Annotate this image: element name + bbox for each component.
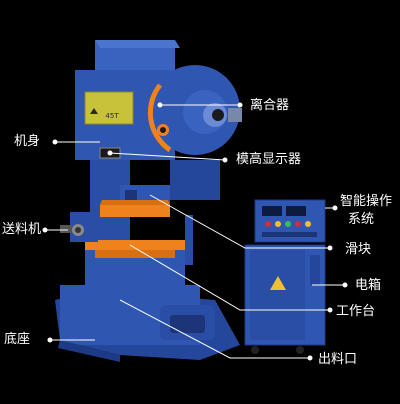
worktable <box>85 240 185 258</box>
nameplate: 45T <box>84 91 134 125</box>
label-base: 底座 <box>4 332 31 347</box>
label-discharge-port: 出料口 <box>318 352 358 367</box>
label-smart-control-line1: 智能操作 <box>340 194 393 209</box>
machine-base <box>55 285 240 362</box>
warning-icon <box>270 276 286 290</box>
nameplate-model: 45T <box>105 112 119 120</box>
feeder <box>60 212 98 242</box>
leader-lines <box>42 102 348 361</box>
electric-box <box>244 244 326 354</box>
light-guard <box>185 215 193 265</box>
control-panel <box>254 199 326 243</box>
label-feeder: 送料机 <box>2 222 42 237</box>
logo-icon <box>90 108 98 114</box>
label-worktable: 工作台 <box>336 304 376 319</box>
label-electric-box: 电箱 <box>355 278 382 293</box>
label-smart-control-line2: 系统 <box>348 212 375 227</box>
flywheel-clutch <box>147 65 242 155</box>
label-clutch: 离合器 <box>250 98 290 113</box>
slider-ram <box>100 185 170 217</box>
label-die-height-display: 模高显示器 <box>236 152 302 167</box>
label-slider: 滑块 <box>345 242 372 257</box>
label-body: 机身 <box>14 134 41 149</box>
